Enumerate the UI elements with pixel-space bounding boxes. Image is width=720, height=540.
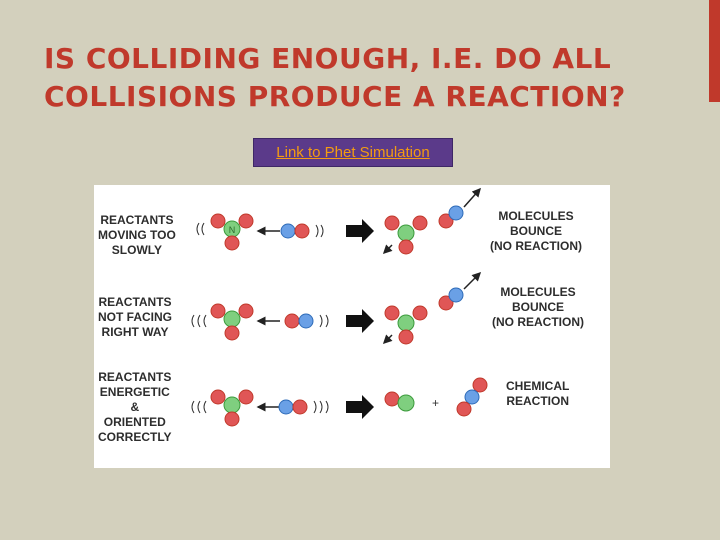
row1-reactant-co bbox=[280, 223, 310, 239]
label-line: REACTANTS bbox=[98, 295, 172, 309]
bounce-arrow bbox=[463, 187, 481, 208]
row3-left-label: REACTANTS ENERGETIC & ORIENTED CORRECTLY bbox=[98, 370, 172, 445]
plus-sign: + bbox=[432, 396, 439, 410]
n-label: N bbox=[229, 225, 236, 235]
label-line: CORRECTLY bbox=[98, 430, 172, 444]
row2-left-label: REACTANTS NOT FACING RIGHT WAY bbox=[98, 295, 172, 340]
row1-product-co bbox=[438, 205, 464, 229]
label-line: ORIENTED bbox=[103, 415, 166, 429]
label-line: CHEMICAL bbox=[506, 379, 570, 393]
label-line: ENERGETIC bbox=[99, 385, 170, 399]
row2-reactant-no2 bbox=[210, 303, 254, 341]
label-line: MOLECULES bbox=[500, 285, 576, 299]
label-line: & bbox=[130, 400, 140, 414]
label-line: MOVING TOO bbox=[98, 228, 176, 242]
row1-left-label: REACTANTS MOVING TOO SLOWLY bbox=[98, 213, 176, 258]
label-line: REACTANTS bbox=[100, 213, 174, 227]
phet-link-button[interactable]: Link to Phet Simulation bbox=[253, 138, 453, 167]
label-line: (NO REACTION) bbox=[492, 315, 584, 329]
phet-link[interactable]: Link to Phet Simulation bbox=[276, 144, 430, 161]
row1-product-no2 bbox=[384, 215, 428, 255]
label-line: MOLECULES bbox=[498, 209, 574, 223]
label-line: BOUNCE bbox=[511, 300, 564, 314]
motion-lines bbox=[319, 314, 329, 328]
result-arrow bbox=[346, 219, 374, 243]
title-line-1: IS COLLIDING ENOUGH, I.E. DO ALL bbox=[44, 42, 612, 75]
collision-diagram: N bbox=[94, 185, 610, 468]
label-line: BOUNCE bbox=[509, 224, 562, 238]
row3-reactant-co bbox=[278, 399, 308, 415]
slide-title: IS COLLIDING ENOUGH, I.E. DO ALL COLLISI… bbox=[44, 40, 704, 116]
collision-diagram-svg: N bbox=[191, 187, 488, 427]
bounce-arrow bbox=[382, 334, 393, 345]
row3-product-no bbox=[384, 391, 415, 412]
row2-product-no2 bbox=[384, 305, 428, 345]
label-line: RIGHT WAY bbox=[101, 325, 169, 339]
label-line: NOT FACING bbox=[98, 310, 172, 324]
label-line: REACTANTS bbox=[98, 370, 172, 384]
row2-product-co bbox=[438, 287, 464, 311]
result-arrow bbox=[346, 309, 374, 333]
motion-lines bbox=[313, 400, 329, 414]
motion-lines bbox=[315, 224, 324, 238]
bounce-arrow bbox=[463, 271, 482, 290]
label-line: SLOWLY bbox=[111, 243, 163, 257]
row3-reactant-no2 bbox=[210, 389, 254, 427]
row1-reactant-no2: N bbox=[210, 213, 254, 251]
row3-product-co2 bbox=[456, 377, 488, 417]
bounce-arrow bbox=[382, 244, 393, 255]
label-line: (NO REACTION) bbox=[490, 239, 582, 253]
row3-right-label: CHEMICAL REACTION bbox=[506, 379, 569, 409]
label-line: REACTION bbox=[506, 394, 569, 408]
result-arrow bbox=[346, 395, 374, 419]
motion-lines bbox=[196, 222, 205, 236]
motion-lines bbox=[191, 400, 207, 414]
row2-right-label: MOLECULES BOUNCE (NO REACTION) bbox=[492, 285, 584, 330]
row2-reactant-co bbox=[284, 313, 314, 329]
motion-lines bbox=[191, 314, 207, 328]
accent-bar bbox=[709, 0, 720, 102]
row1-right-label: MOLECULES BOUNCE (NO REACTION) bbox=[490, 209, 582, 254]
title-line-2: COLLISIONS PRODUCE A REACTION? bbox=[44, 80, 626, 113]
